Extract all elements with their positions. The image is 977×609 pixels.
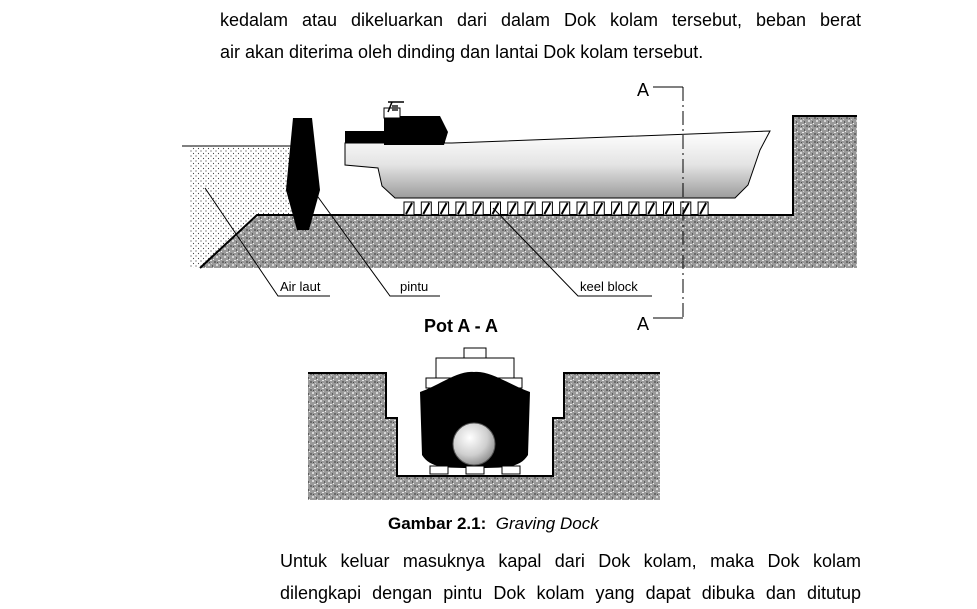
sea-water-area bbox=[182, 145, 293, 268]
paragraph-line-3: Untuk keluar masuknya kapal dari Dok kol… bbox=[280, 551, 861, 571]
keel-block-hatch bbox=[422, 202, 431, 215]
keel-block-hatch bbox=[664, 202, 673, 215]
section-title: Pot A - A bbox=[424, 316, 498, 336]
label-leaders bbox=[204, 185, 652, 297]
keel-block-hatch bbox=[578, 202, 586, 215]
keel-block-hatch bbox=[543, 202, 552, 215]
keel-block-hatch bbox=[457, 202, 465, 215]
keel-block-hatch bbox=[491, 202, 500, 215]
label-pintu: pintu bbox=[400, 279, 428, 294]
keel-block-hatch bbox=[405, 202, 413, 215]
paragraph-line-2: air akan diterima oleh dinding dan lanta… bbox=[220, 42, 704, 62]
graving-dock-figure: A A Air laut pintu keel block bbox=[182, 80, 857, 500]
keel-block-hatch bbox=[612, 202, 621, 215]
keel-block-hatch bbox=[526, 202, 534, 215]
caption-number: Gambar 2.1: bbox=[388, 514, 487, 533]
cross-section-view bbox=[308, 347, 660, 500]
keel-block-hatch bbox=[560, 202, 569, 215]
keel-block-hatch bbox=[595, 202, 604, 215]
paragraph-line-1: kedalam atau dikeluarkan dari dalam Dok … bbox=[220, 10, 861, 30]
figure-caption: Gambar 2.1: Graving Dock bbox=[388, 514, 977, 534]
keel-block-hatch bbox=[681, 202, 690, 215]
section-marker-top: A bbox=[637, 80, 649, 100]
keel-block-hatch bbox=[474, 202, 483, 215]
keel-block-hatch bbox=[699, 202, 707, 215]
keel-block-hatch bbox=[630, 202, 638, 215]
dock-ground bbox=[199, 115, 857, 269]
keel-block-hatch bbox=[647, 202, 656, 215]
keel-block-hatch bbox=[439, 202, 448, 215]
section-marker-bottom: A bbox=[637, 314, 649, 334]
section-line-a-a bbox=[653, 86, 684, 319]
paragraph-line-4: dilengkapi dengan pintu Dok kolam yang d… bbox=[280, 583, 861, 603]
keel-block-hatch bbox=[508, 202, 517, 215]
ship-side-view bbox=[344, 101, 771, 199]
caption-title: Graving Dock bbox=[495, 514, 599, 533]
label-air-laut: Air laut bbox=[280, 279, 321, 294]
keel-blocks bbox=[403, 201, 709, 216]
label-keel-block: keel block bbox=[580, 279, 638, 294]
dock-gate bbox=[286, 118, 320, 230]
